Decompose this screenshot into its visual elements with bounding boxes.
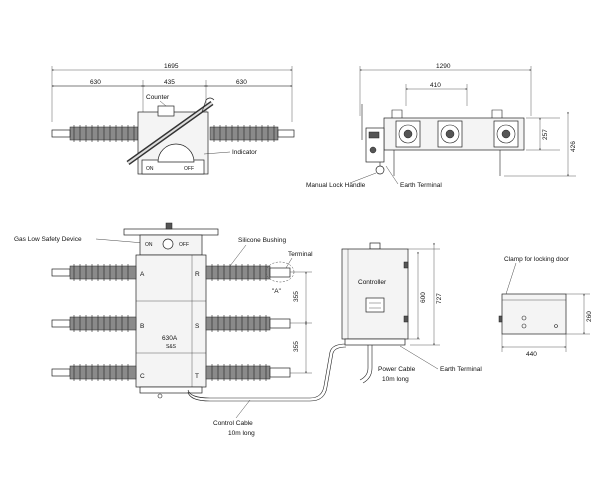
top-on-label: ON: [146, 166, 154, 172]
phase-t-label: T: [195, 373, 199, 380]
front-bushings-left: [51, 265, 137, 380]
front-bushings-left-sheds: [73, 264, 129, 381]
side-dim-height-b: 426: [570, 141, 577, 152]
controller-cabinet: [341, 248, 409, 340]
front-base: [139, 386, 203, 394]
controller-dim-height: 727: [436, 293, 443, 304]
controller-lift-tab: [369, 242, 381, 250]
phase-b-label: B: [140, 323, 144, 330]
control-cable-length: 10m long: [228, 430, 255, 437]
top-dim-total: 1695: [164, 63, 179, 70]
detail-a-label: "A": [272, 288, 282, 295]
side-earth-terminal-label: Earth Terminal: [400, 182, 442, 189]
front-dim-355-a: 355: [293, 291, 300, 302]
front-bushings-right-sheds: [211, 264, 267, 381]
clamp-label: Clamp for locking door: [504, 256, 570, 263]
side-lift-eye-left: [391, 109, 403, 118]
control-cable-label: Control Cable: [213, 420, 253, 427]
indicator-dial: [157, 143, 195, 163]
front-view: Gas Low Safety Device ON OFF 630A S&S A …: [14, 222, 347, 437]
front-on-label: ON: [145, 242, 153, 248]
controller-view: Controller 600 727 Power Cable 10m long …: [341, 242, 482, 384]
power-cable-label: Power Cable: [378, 366, 416, 373]
indicator-label: Indicator: [232, 149, 258, 156]
top-dim-right: 630: [236, 79, 247, 86]
controller-earth-terminal-label: Earth Terminal: [440, 366, 482, 373]
controller-dim-width: 600: [420, 292, 427, 303]
top-bushing-left-sheds: [73, 125, 135, 142]
front-off-label: OFF: [179, 242, 189, 248]
gas-safety-device-label: Gas Low Safety Device: [14, 236, 82, 243]
side-view: 1290 410: [306, 63, 577, 189]
side-dim-height-a: 257: [542, 129, 549, 140]
front-head-plate: [123, 228, 219, 236]
side-bushing-flanges: [395, 120, 519, 148]
controller-nameplate: [365, 297, 385, 313]
counter-box: [157, 105, 175, 117]
controller-title: Controller: [358, 279, 387, 286]
phase-a-label: A: [140, 271, 145, 278]
power-cable-length: 10m long: [382, 376, 409, 383]
top-terminal-left: [51, 129, 71, 138]
box-view: Clamp for locking door 260 440: [498, 256, 593, 358]
silicone-bushing-label: Silicone Bushing: [238, 237, 286, 244]
counter-label: Counter: [146, 94, 170, 101]
side-dim-total: 1290: [436, 63, 451, 70]
front-dim-355-b: 355: [293, 341, 300, 352]
box-dim-height: 260: [586, 311, 593, 322]
top-view: 1695 630 435 630: [51, 63, 295, 175]
manual-lock-handle-label: Manual Lock Handle: [306, 182, 366, 189]
top-dim-left: 630: [90, 79, 101, 86]
side-lift-eye-right: [491, 109, 503, 118]
front-tank: [135, 254, 207, 388]
box-dim-width: 440: [526, 351, 537, 358]
rating-label: 630A: [162, 335, 178, 342]
terminal-label: Terminal: [288, 251, 313, 258]
phase-c-label: C: [140, 373, 145, 380]
top-bushing-right-sheds: [213, 125, 275, 142]
top-dim-mid: 435: [164, 79, 175, 86]
power-cable: [359, 345, 369, 381]
lifting-hook: [201, 97, 215, 113]
phase-s-label: S: [195, 323, 200, 330]
manual-lock-handle: [375, 165, 385, 175]
gas-gauge: [162, 238, 174, 250]
side-dim-spacing: 410: [430, 82, 441, 89]
top-off-label: OFF: [184, 166, 194, 172]
top-terminal-right: [277, 129, 295, 138]
phase-r-label: R: [195, 271, 200, 278]
model-label: S&S: [166, 344, 177, 350]
control-cable: [187, 343, 347, 399]
